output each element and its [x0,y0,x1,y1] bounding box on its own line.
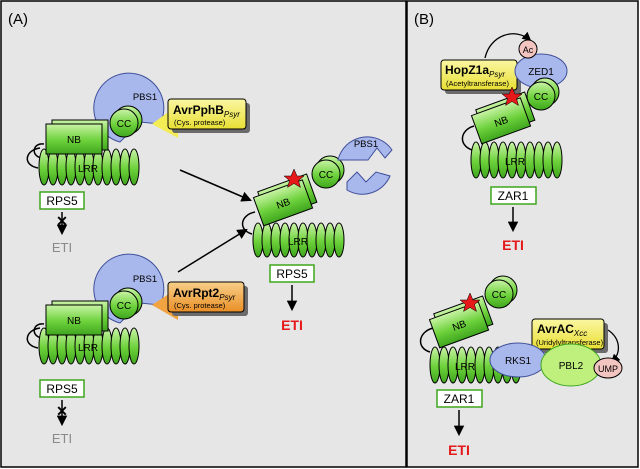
rps5-complex-top: LRR PBS1 NB CC AvrPphBPsyr (Cys. proteas… [26,72,250,255]
avrpphb-name: AvrPphBPsyr [173,103,240,119]
activation-arrow [179,169,252,202]
lrr-label: LRR [78,164,98,175]
effector-avrrpt2: AvrRpt2Psyr (Cys. protease) [167,281,248,316]
nb-label: NB [275,197,292,212]
avrpphb-activity: (Cys. protease) [174,118,226,127]
hopz1a-name: HopZ1aPsyr [445,63,505,79]
cc-domain: CC [526,77,560,111]
activation-arrow [177,228,248,273]
nb-label: NB [451,319,468,334]
rps5-label: RPS5 [276,267,308,281]
activation-star [459,292,481,313]
activation-star [283,168,305,189]
rps5-complex-bottom: LRR PBS1 NB CC AvrRpt2Psyr (Cys. proteas… [26,253,248,446]
cc-label: CC [319,170,333,181]
rps5-box [39,379,85,398]
zar1-complex-top: HopZ1aPsyr (Acetyltransferase) ZED1 Ac L… [440,31,568,253]
rps5-complex-active: LRR NB CC PBS1 RPS5 ETI [241,136,393,333]
avrac-activity: (Uridylyltransferase) [536,338,604,347]
avrac-name: AvrACXcc [537,322,587,338]
eti-label: ETI [281,317,303,333]
rps5-box [39,191,85,210]
activation-star [501,86,523,107]
nb-domain-tilted: NB [252,173,318,227]
acetyl-group [518,39,538,59]
zar1-label: ZAR1 [498,189,529,203]
pbl2-label: PBL2 [559,361,584,372]
linker-loop [419,327,434,353]
lrr-label: LRR [505,157,525,168]
pbs1-label: PBS1 [133,274,157,285]
rps5-label: RPS5 [46,382,78,396]
hopz1a-activity: (Acetyltransferase) [446,79,509,88]
avrrpt2-activity: (Cys. protease) [174,301,226,310]
cc-domain: CC [311,155,345,189]
lrr-coil [252,222,345,258]
cc-domain: CC [484,275,518,309]
zed1-label: ZED1 [528,67,554,78]
nb-label: NB [67,316,81,327]
panel-b-label: (B) [414,11,434,28]
linker-loop [26,327,41,349]
cc-domain: CC [109,105,143,138]
nb-domain-tilted: NB [470,91,536,145]
zar1-label: ZAR1 [444,392,475,406]
lrr-label: LRR [288,237,308,248]
pbs1-cleaved: PBS1 [337,136,393,195]
pbs1-label: PBS1 [133,92,157,103]
linker-loop [26,147,41,169]
nb-domain-tilted: NB [428,295,494,349]
ump-label: UMP [598,364,618,374]
pbs1-label: PBS1 [354,139,378,150]
cc-domain: CC [109,287,143,320]
effector-avrac: AvrACXcc (Uridylyltransferase) [531,318,608,353]
zar1-box [436,389,483,408]
rks1-label: RKS1 [505,356,532,367]
lrr-coil [470,141,563,179]
zar1-box [490,186,537,205]
nb-domain: NB [45,300,109,336]
rps5-label: RPS5 [46,194,78,208]
lrr-label: LRR [78,343,98,354]
ump-group [593,357,623,379]
panel-a-label: (A) [8,11,28,28]
eti-blocked-label: ETI [52,431,72,446]
acetyl-label: Ac [523,45,534,55]
nb-label: NB [493,115,510,130]
cc-label: CC [117,301,131,312]
linker-loop [461,125,475,151]
nb-label: NB [67,135,81,146]
cc-label: CC [534,92,548,103]
lrr-coil [38,148,140,186]
linker-loop [241,211,256,235]
lrr-label: LRR [455,362,475,373]
effector-avrpphb: AvrPphBPsyr (Cys. protease) [167,98,250,133]
cc-label: CC [117,119,131,130]
block-cross: ✕ [56,213,68,229]
eti-label: ETI [448,442,470,458]
cc-label: CC [492,290,506,301]
block-cross: ✕ [56,403,68,419]
eti-blocked-label: ETI [52,240,72,255]
rps5-box [269,264,315,283]
zar1-complex-bottom: LRR NB CC AvrACXcc (Uridylyltransferase)… [419,275,623,458]
avrrpt2-name: AvrRpt2Psyr [173,286,236,302]
nb-domain: NB [45,119,109,155]
eti-label: ETI [502,237,524,253]
acetylation-arrow [484,31,532,59]
effector-hopz1a: HopZ1aPsyr (Acetyltransferase) [440,59,521,94]
